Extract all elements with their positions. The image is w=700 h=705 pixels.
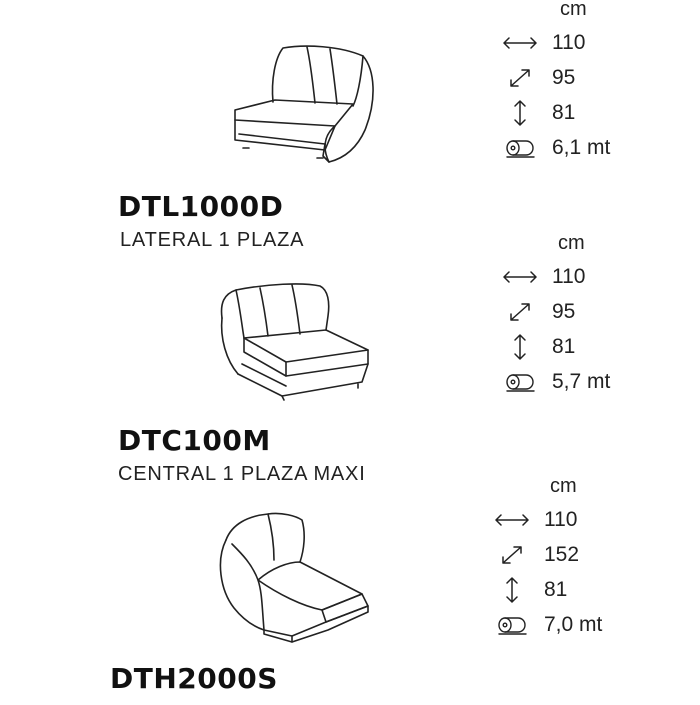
diagonal-arrow-icon bbox=[500, 299, 540, 325]
fabric-row: 5,7 mt bbox=[500, 367, 610, 397]
unit-label: cm bbox=[558, 232, 585, 254]
unit-label: cm bbox=[560, 0, 587, 20]
fabric-roll-icon bbox=[492, 612, 532, 638]
armless-chair-illustration bbox=[212, 278, 377, 403]
horizontal-arrow-icon bbox=[500, 264, 540, 290]
fabric-value: 6,1 mt bbox=[552, 136, 611, 159]
product-dtc100m: DTC100M CENTRAL 1 PLAZA MAXI cm 110 95 bbox=[0, 232, 700, 485]
product-description: CENTRAL 1 PLAZA MAXI bbox=[118, 463, 366, 485]
diagonal-arrow-icon bbox=[500, 65, 540, 91]
height-row: 81 bbox=[500, 332, 575, 362]
armchair-right-arm-illustration bbox=[225, 40, 385, 170]
chaise-longue-illustration bbox=[212, 510, 382, 645]
vertical-arrow-icon bbox=[500, 100, 540, 126]
product-code: DTL1000D bbox=[118, 190, 284, 223]
fabric-value: 5,7 mt bbox=[552, 370, 611, 393]
fabric-row: 6,1 mt bbox=[500, 133, 610, 163]
width-row: 110 bbox=[500, 262, 585, 292]
product-dtl1000d: DTL1000D LATERAL 1 PLAZA cm 110 95 81 bbox=[0, 0, 700, 251]
fabric-row: 7,0 mt bbox=[492, 610, 602, 640]
product-dth2000s: DTH2000S cm 110 152 81 bbox=[0, 470, 700, 705]
height-row: 81 bbox=[492, 575, 567, 605]
horizontal-arrow-icon bbox=[492, 507, 532, 533]
fabric-roll-icon bbox=[500, 369, 540, 395]
unit-label: cm bbox=[550, 475, 577, 497]
product-description: LATERAL 1 PLAZA bbox=[120, 229, 305, 251]
depth-row: 95 bbox=[500, 63, 575, 93]
width-value: 110 bbox=[544, 508, 578, 531]
height-row: 81 bbox=[500, 98, 575, 128]
horizontal-arrow-icon bbox=[500, 30, 540, 56]
depth-row: 95 bbox=[500, 297, 575, 327]
depth-value: 95 bbox=[552, 66, 576, 89]
width-value: 110 bbox=[552, 31, 586, 54]
width-row: 110 bbox=[492, 505, 577, 535]
height-value: 81 bbox=[552, 101, 576, 124]
product-code: DTH2000S bbox=[110, 662, 278, 695]
diagonal-arrow-icon bbox=[492, 542, 532, 568]
height-value: 81 bbox=[552, 335, 576, 358]
width-row: 110 bbox=[500, 28, 585, 58]
fabric-roll-icon bbox=[500, 135, 540, 161]
vertical-arrow-icon bbox=[492, 577, 532, 603]
width-value: 110 bbox=[552, 265, 586, 288]
height-value: 81 bbox=[544, 578, 568, 601]
depth-value: 152 bbox=[544, 543, 580, 566]
depth-value: 95 bbox=[552, 300, 576, 323]
vertical-arrow-icon bbox=[500, 334, 540, 360]
depth-row: 152 bbox=[492, 540, 579, 570]
product-code: DTC100M bbox=[118, 424, 271, 457]
fabric-value: 7,0 mt bbox=[544, 613, 603, 636]
